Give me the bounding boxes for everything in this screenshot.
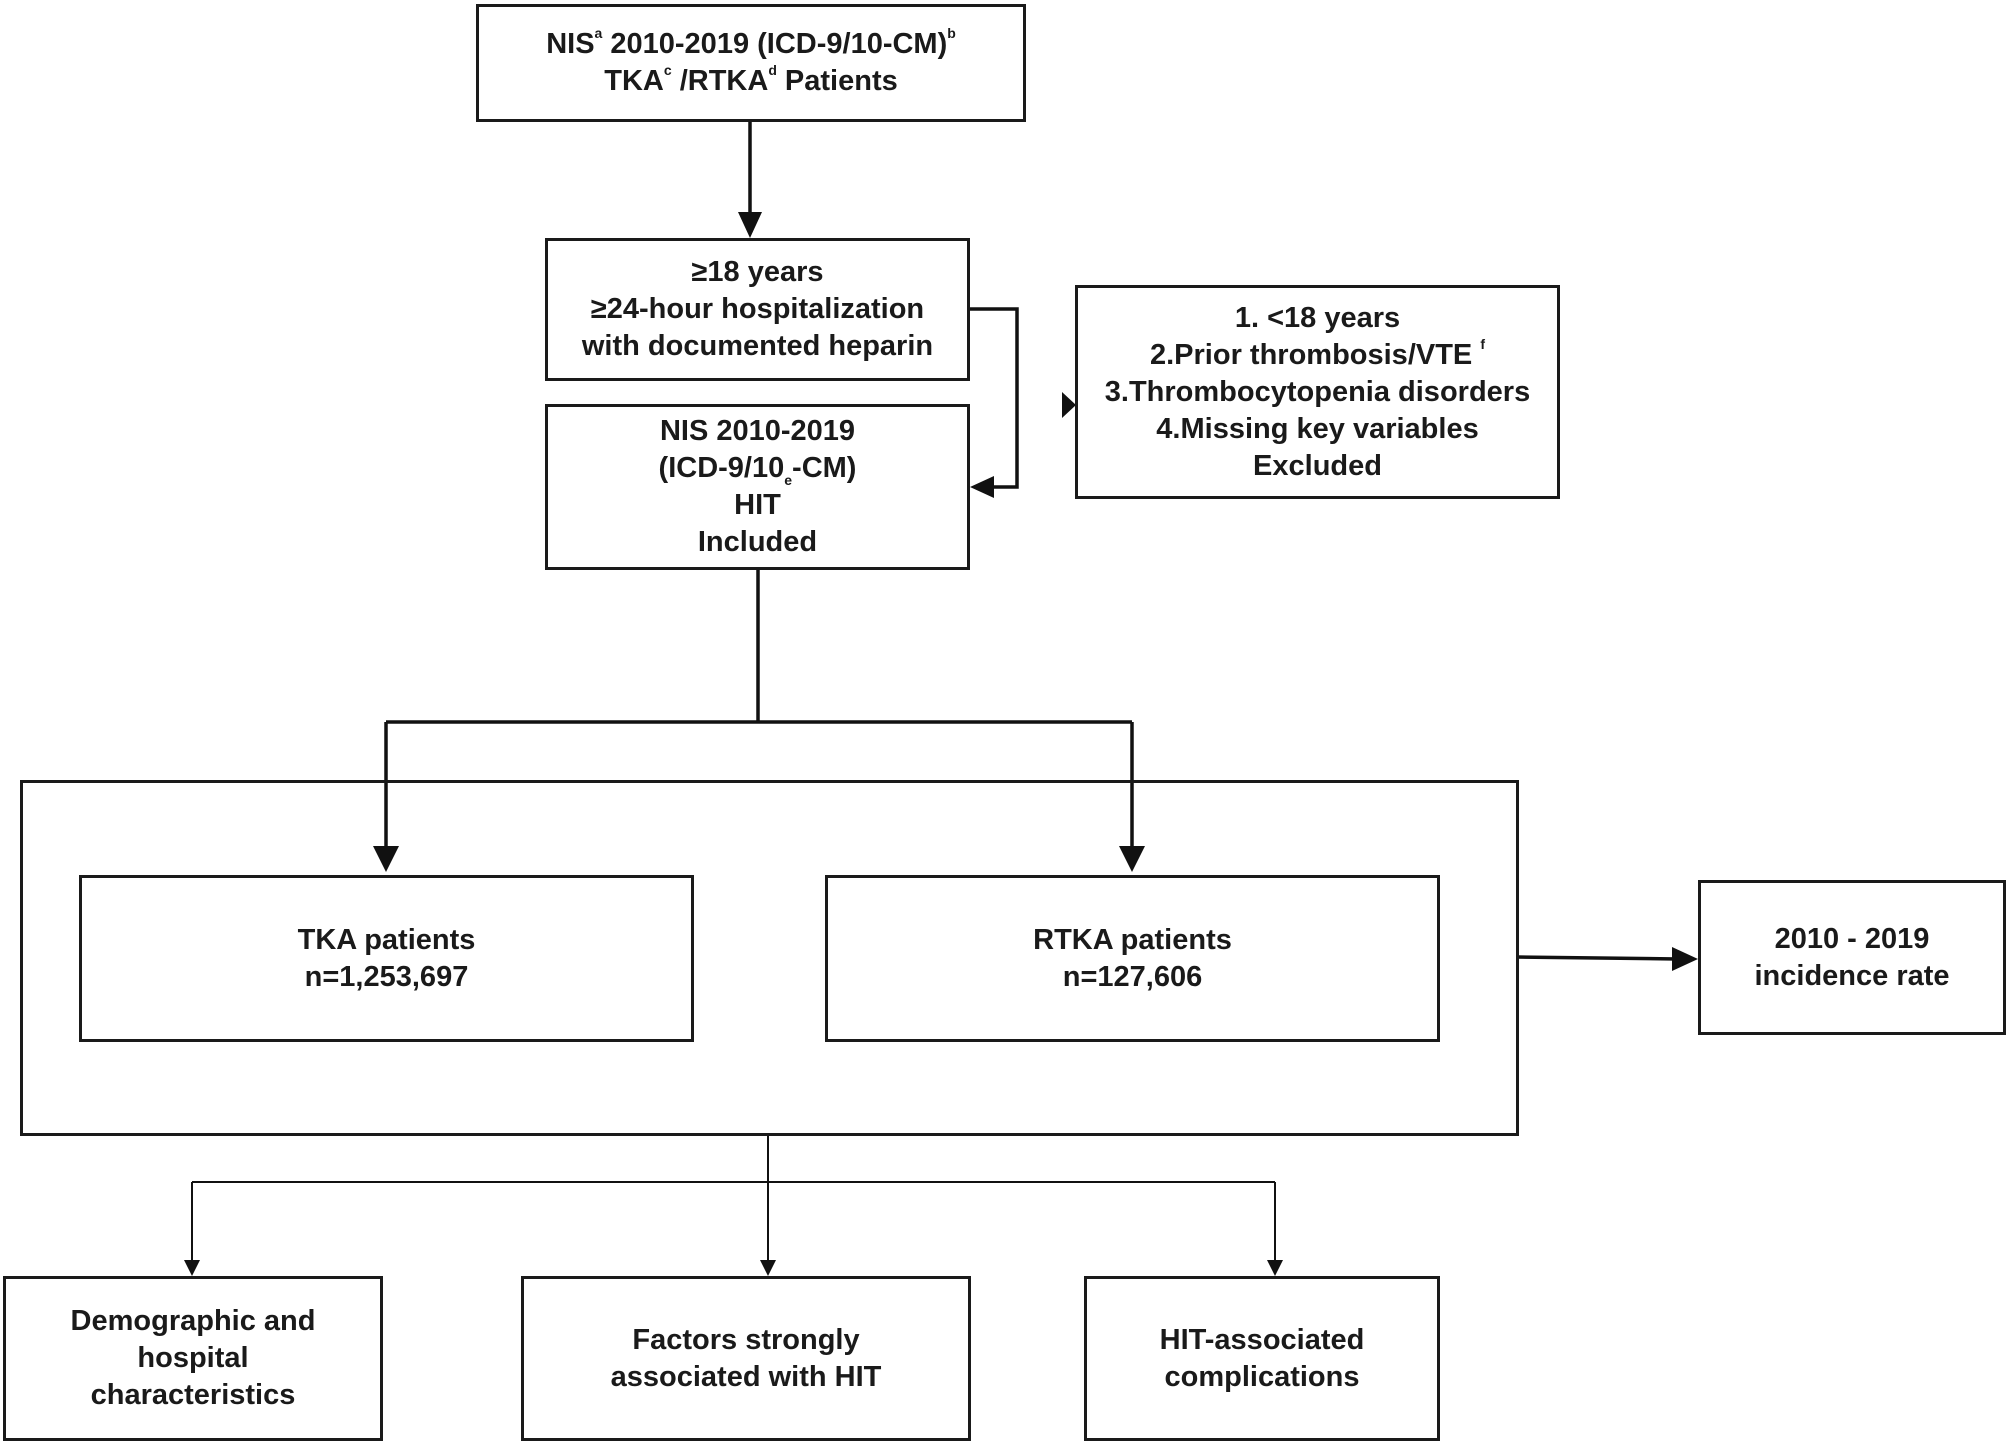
footnote-d: d [768, 62, 777, 79]
outcome-line: Factors strongly [632, 1323, 860, 1356]
excluded-box: 1. <18 years 2.Prior thrombosis/VTE f 3.… [1075, 285, 1560, 499]
criteria-line: ≥18 years [691, 256, 824, 288]
excluded-line-2: 2.Prior thrombosis/VTE f [1150, 337, 1485, 374]
source-tka-text: TKA [604, 65, 664, 97]
source-line-2: TKAc /RTKAd Patients [604, 63, 898, 100]
excluded-line-3: 3.Thrombocytopenia disorders [1104, 375, 1531, 408]
criteria-box: ≥18 years ≥24-hour hospitalization with … [545, 238, 970, 381]
outcome-box-demographics: Demographic and hospital characteristics [3, 1276, 383, 1441]
included-line-2: (ICD-9/10e-CM) [659, 450, 857, 487]
footnote-e: e [784, 472, 793, 488]
arrowhead-tka [373, 846, 399, 872]
excluded-line-4: 4.Missing key variables [1156, 412, 1479, 445]
arrow-to-incidence [1516, 955, 1679, 961]
source-patients-text: Patients [776, 65, 898, 97]
arrowhead-outcome-1 [184, 1260, 200, 1276]
tka-count: n=1,253,697 [304, 960, 469, 993]
outcome-line: hospital [137, 1342, 249, 1374]
incidence-line-1: 2010 - 2019 [1774, 922, 1930, 955]
outcome-box-complications: HIT-associated complications [1084, 1276, 1440, 1441]
outcome-box-factors: Factors strongly associated with HIT [521, 1276, 971, 1441]
tka-label: TKA patients [297, 923, 476, 956]
excluded-vte-text: 2.Prior thrombosis/VTE [1149, 338, 1473, 371]
arrowhead-excluded [1062, 392, 1076, 418]
included-line-3: HIT [734, 489, 781, 521]
outcome-line: associated with HIT [610, 1360, 882, 1393]
outcome-line: Demographic and [70, 1305, 316, 1337]
outcome-line: HIT-associated [1159, 1323, 1365, 1356]
footnote-c: c [663, 62, 672, 79]
arrowhead-outcome-3 [1267, 1260, 1283, 1276]
included-line-1: NIS 2010-2019 [659, 415, 856, 447]
included-cm-text: -CM) [792, 452, 857, 484]
criteria-line: with documented heparin [581, 330, 934, 362]
included-line-4: Included [697, 526, 818, 558]
source-rtka-text: /RTKA [671, 65, 769, 97]
rtka-box: RTKA patients n=127,606 [825, 875, 1440, 1042]
source-box: NISa 2010-2019 (ICD-9/10-CM)b TKAc /RTKA… [476, 4, 1026, 122]
incidence-line-2: incidence rate [1754, 959, 1950, 992]
arrow-criteria-to-included [970, 307, 1019, 489]
included-icd-text: (ICD-9/10 [658, 452, 785, 484]
cohort-group-box [20, 780, 1519, 1136]
source-line-1: NISa 2010-2019 (ICD-9/10-CM)b [546, 26, 956, 63]
outcome-line: characteristics [90, 1379, 296, 1411]
footnote-b: b [947, 25, 956, 42]
arrowhead-outcome-2 [760, 1260, 776, 1276]
arrowhead-included [970, 476, 994, 498]
footnote-f: f [1480, 335, 1486, 352]
source-years-text: 2010-2019 (ICD-9/10-CM) [602, 28, 948, 60]
excluded-line-5: Excluded [1253, 449, 1382, 482]
outcome-line: complications [1164, 1360, 1360, 1393]
arrowhead-incidence [1672, 947, 1698, 971]
tka-box: TKA patients n=1,253,697 [79, 875, 694, 1042]
included-box: NIS 2010-2019 (ICD-9/10e-CM) HIT Include… [545, 404, 970, 570]
excluded-line-1: 1. <18 years [1234, 301, 1401, 334]
rtka-label: RTKA patients [1033, 923, 1232, 956]
source-nis-text: NIS [546, 28, 595, 60]
arrowhead-rtka [1119, 846, 1145, 872]
footnote-a: a [594, 25, 603, 42]
arrowhead-criteria [738, 212, 762, 238]
incidence-box: 2010 - 2019 incidence rate [1698, 880, 2006, 1035]
rtka-count: n=127,606 [1062, 960, 1203, 993]
criteria-line: ≥24-hour hospitalization [590, 293, 925, 325]
